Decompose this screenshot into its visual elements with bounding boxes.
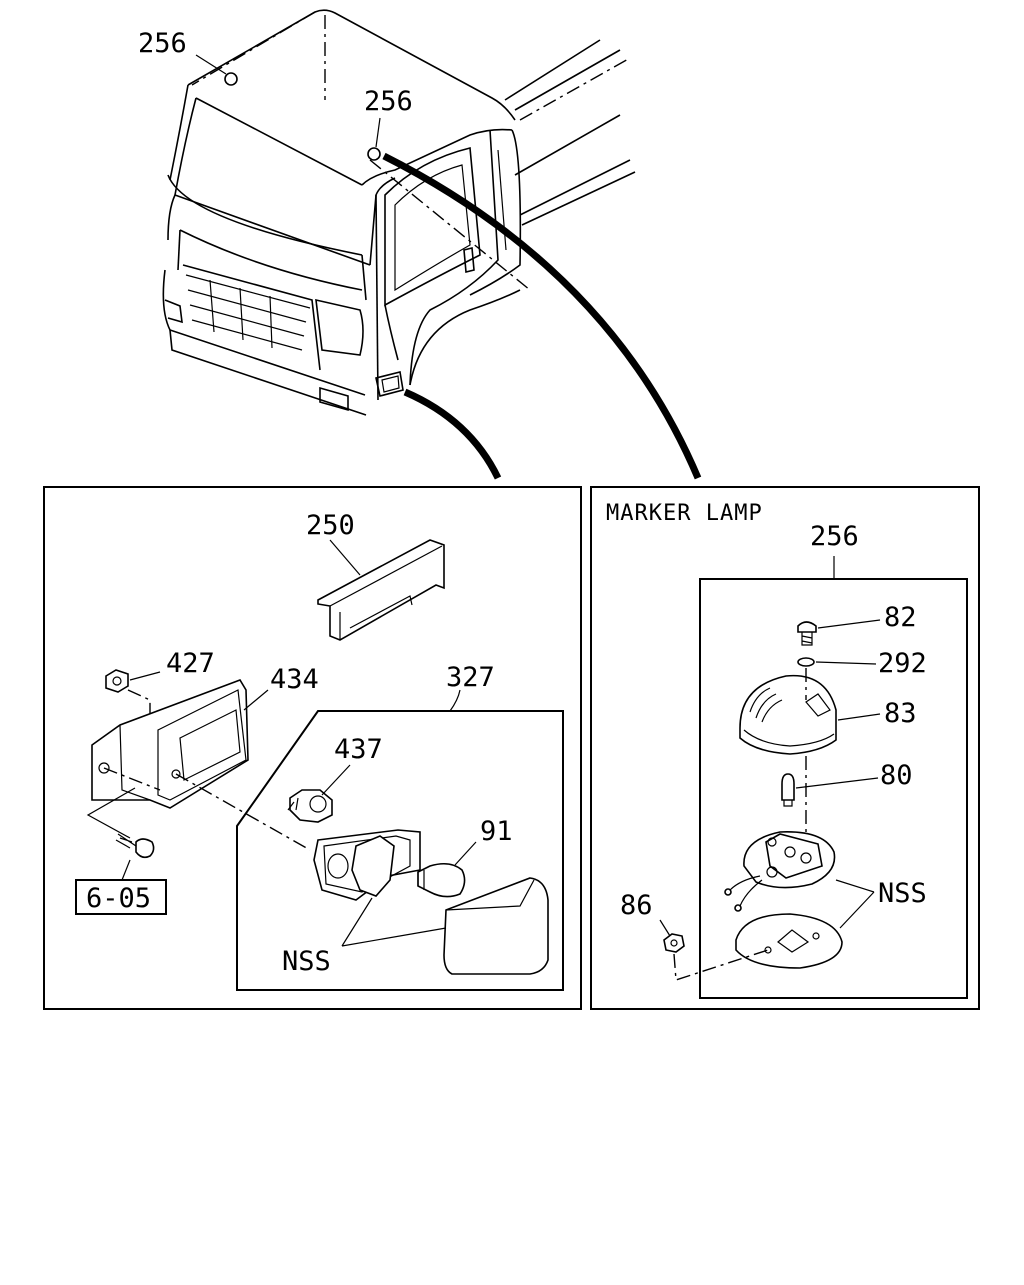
callout-nss-left: NSS	[282, 946, 331, 977]
leader-327	[449, 689, 461, 712]
callout-327: 327	[446, 662, 495, 693]
bracket-part	[317, 539, 445, 641]
callout-6-05: 6-05	[86, 883, 151, 914]
nut-427-part	[105, 669, 129, 693]
connector-arc-marker	[382, 152, 702, 480]
dashline-screw	[103, 767, 161, 791]
leader-256-right	[375, 117, 381, 148]
leader-nss-left	[341, 897, 447, 947]
callout-292: 292	[878, 648, 927, 679]
roof-marker-lamp-left	[224, 72, 238, 86]
leader-80	[795, 777, 879, 789]
callout-256-cab-right: 256	[364, 86, 413, 117]
roof-marker-lamp-right	[367, 147, 381, 161]
leader-86	[659, 919, 671, 937]
leader-437	[321, 764, 351, 796]
dashline-86	[673, 949, 769, 981]
leader-256-left	[195, 54, 227, 75]
marker-gasket-part	[735, 913, 843, 969]
callout-434: 434	[270, 664, 319, 695]
connector-arc-side	[403, 388, 502, 480]
callout-427: 427	[166, 648, 215, 679]
nut-86-part	[663, 933, 685, 953]
tapping-screw-part	[115, 833, 155, 859]
leader-250	[329, 539, 361, 576]
leader-91	[454, 841, 477, 866]
marker-lens-part	[739, 674, 837, 755]
callout-256-cab-left: 256	[138, 28, 187, 59]
side-lamp-body	[313, 829, 421, 901]
screw-82-part	[797, 621, 817, 646]
washer-part	[797, 657, 815, 667]
callout-250: 250	[306, 510, 355, 541]
leader-427	[129, 671, 161, 681]
lamp-assembly-box	[236, 710, 564, 991]
callout-82: 82	[884, 602, 917, 633]
marker-base-part	[724, 831, 836, 912]
marker-lamp-title: MARKER LAMP	[606, 501, 763, 526]
marker-bulb-part	[781, 773, 795, 807]
dashline-housing	[175, 773, 311, 851]
bulb-part	[417, 862, 466, 898]
marker-lamp-panel	[590, 486, 980, 1010]
callout-437: 437	[334, 734, 383, 765]
callout-80: 80	[880, 760, 913, 791]
leader-82	[817, 619, 881, 629]
side-lamp-panel	[43, 486, 582, 1010]
truck-cab-illustration	[162, 9, 636, 416]
callout-86: 86	[620, 890, 653, 921]
callout-256-marker: 256	[810, 521, 859, 552]
leader-83	[837, 713, 881, 721]
leader-screw-bracket	[86, 787, 136, 839]
leader-nss-right	[835, 879, 875, 929]
callout-91: 91	[480, 816, 513, 847]
callout-nss-right: NSS	[878, 878, 927, 909]
leader-292	[815, 661, 877, 665]
socket-part	[287, 789, 333, 823]
leader-6-05	[121, 859, 131, 881]
housing-part	[91, 679, 249, 809]
ref-box-6-05	[75, 879, 167, 915]
leader-434	[243, 689, 269, 711]
callout-83: 83	[884, 698, 917, 729]
side-lamp-lens	[443, 877, 549, 975]
